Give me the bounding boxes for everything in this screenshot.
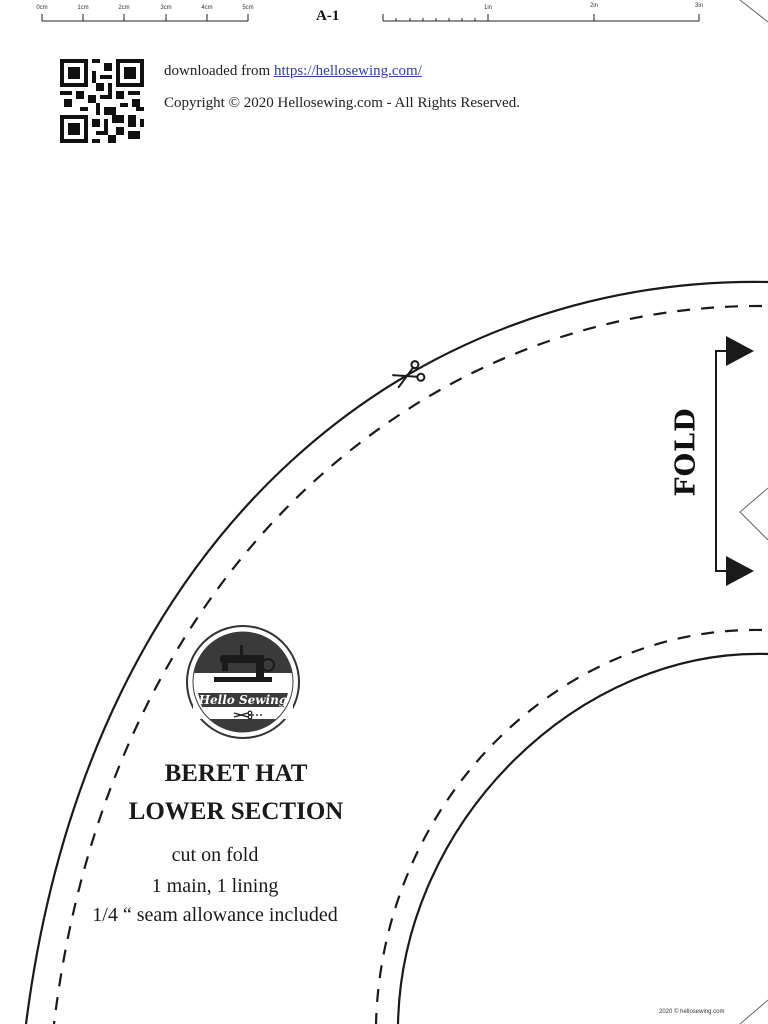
download-link[interactable]: https://hellosewing.com/ — [273, 63, 422, 79]
fold-arrow-top — [726, 336, 754, 366]
fold-label: FOLD — [670, 407, 702, 497]
cut-lines — [24, 280, 768, 1024]
ruler-label-3in: 3in — [694, 3, 704, 9]
pattern-title-line1: BERET HAT — [164, 760, 308, 787]
download-line: downloaded from https://hellosewing.com/ — [164, 63, 422, 80]
page-id: A-1 — [316, 8, 340, 24]
instruction-cut-on-fold: cut on fold — [171, 844, 259, 866]
scissors-icon — [392, 360, 426, 389]
corner-registration-marks — [739, 0, 768, 1024]
footer-copyright: 2020 © hellosewing.com — [659, 1009, 725, 1015]
ruler-label-2in: 2in — [589, 3, 599, 9]
qr-code[interactable] — [60, 59, 144, 143]
ruler-label-4cm: 4cm — [201, 5, 213, 11]
hello-sewing-logo: Hello Sewing — [186, 625, 300, 739]
cm-ruler — [41, 14, 249, 22]
seam-lines — [52, 304, 763, 1024]
download-prefix: downloaded from — [164, 63, 271, 79]
sewing-machine-icon — [214, 645, 275, 682]
ruler-label-1in: 1in — [483, 5, 493, 11]
logo-text: Hello Sewing — [198, 693, 288, 707]
instruction-seam-allowance: 1/4 “ seam allowance included — [92, 904, 338, 926]
copyright-notice: Copyright © 2020 Hellosewing.com - All R… — [164, 95, 520, 111]
ruler-label-3cm: 3cm — [160, 5, 172, 11]
fold-indicator — [715, 350, 728, 572]
fold-arrow-bottom — [726, 556, 754, 586]
logo-scissors-icon — [233, 710, 262, 720]
pattern-title-line2: LOWER SECTION — [128, 798, 344, 825]
ruler-label-1cm: 1cm — [77, 5, 89, 11]
ruler-label-2cm: 2cm — [118, 5, 130, 11]
inch-ruler — [382, 14, 700, 22]
ruler-label-0cm: 0cm — [36, 5, 48, 11]
ruler-label-5cm: 5cm — [242, 5, 254, 11]
instruction-quantity: 1 main, 1 lining — [151, 875, 279, 897]
